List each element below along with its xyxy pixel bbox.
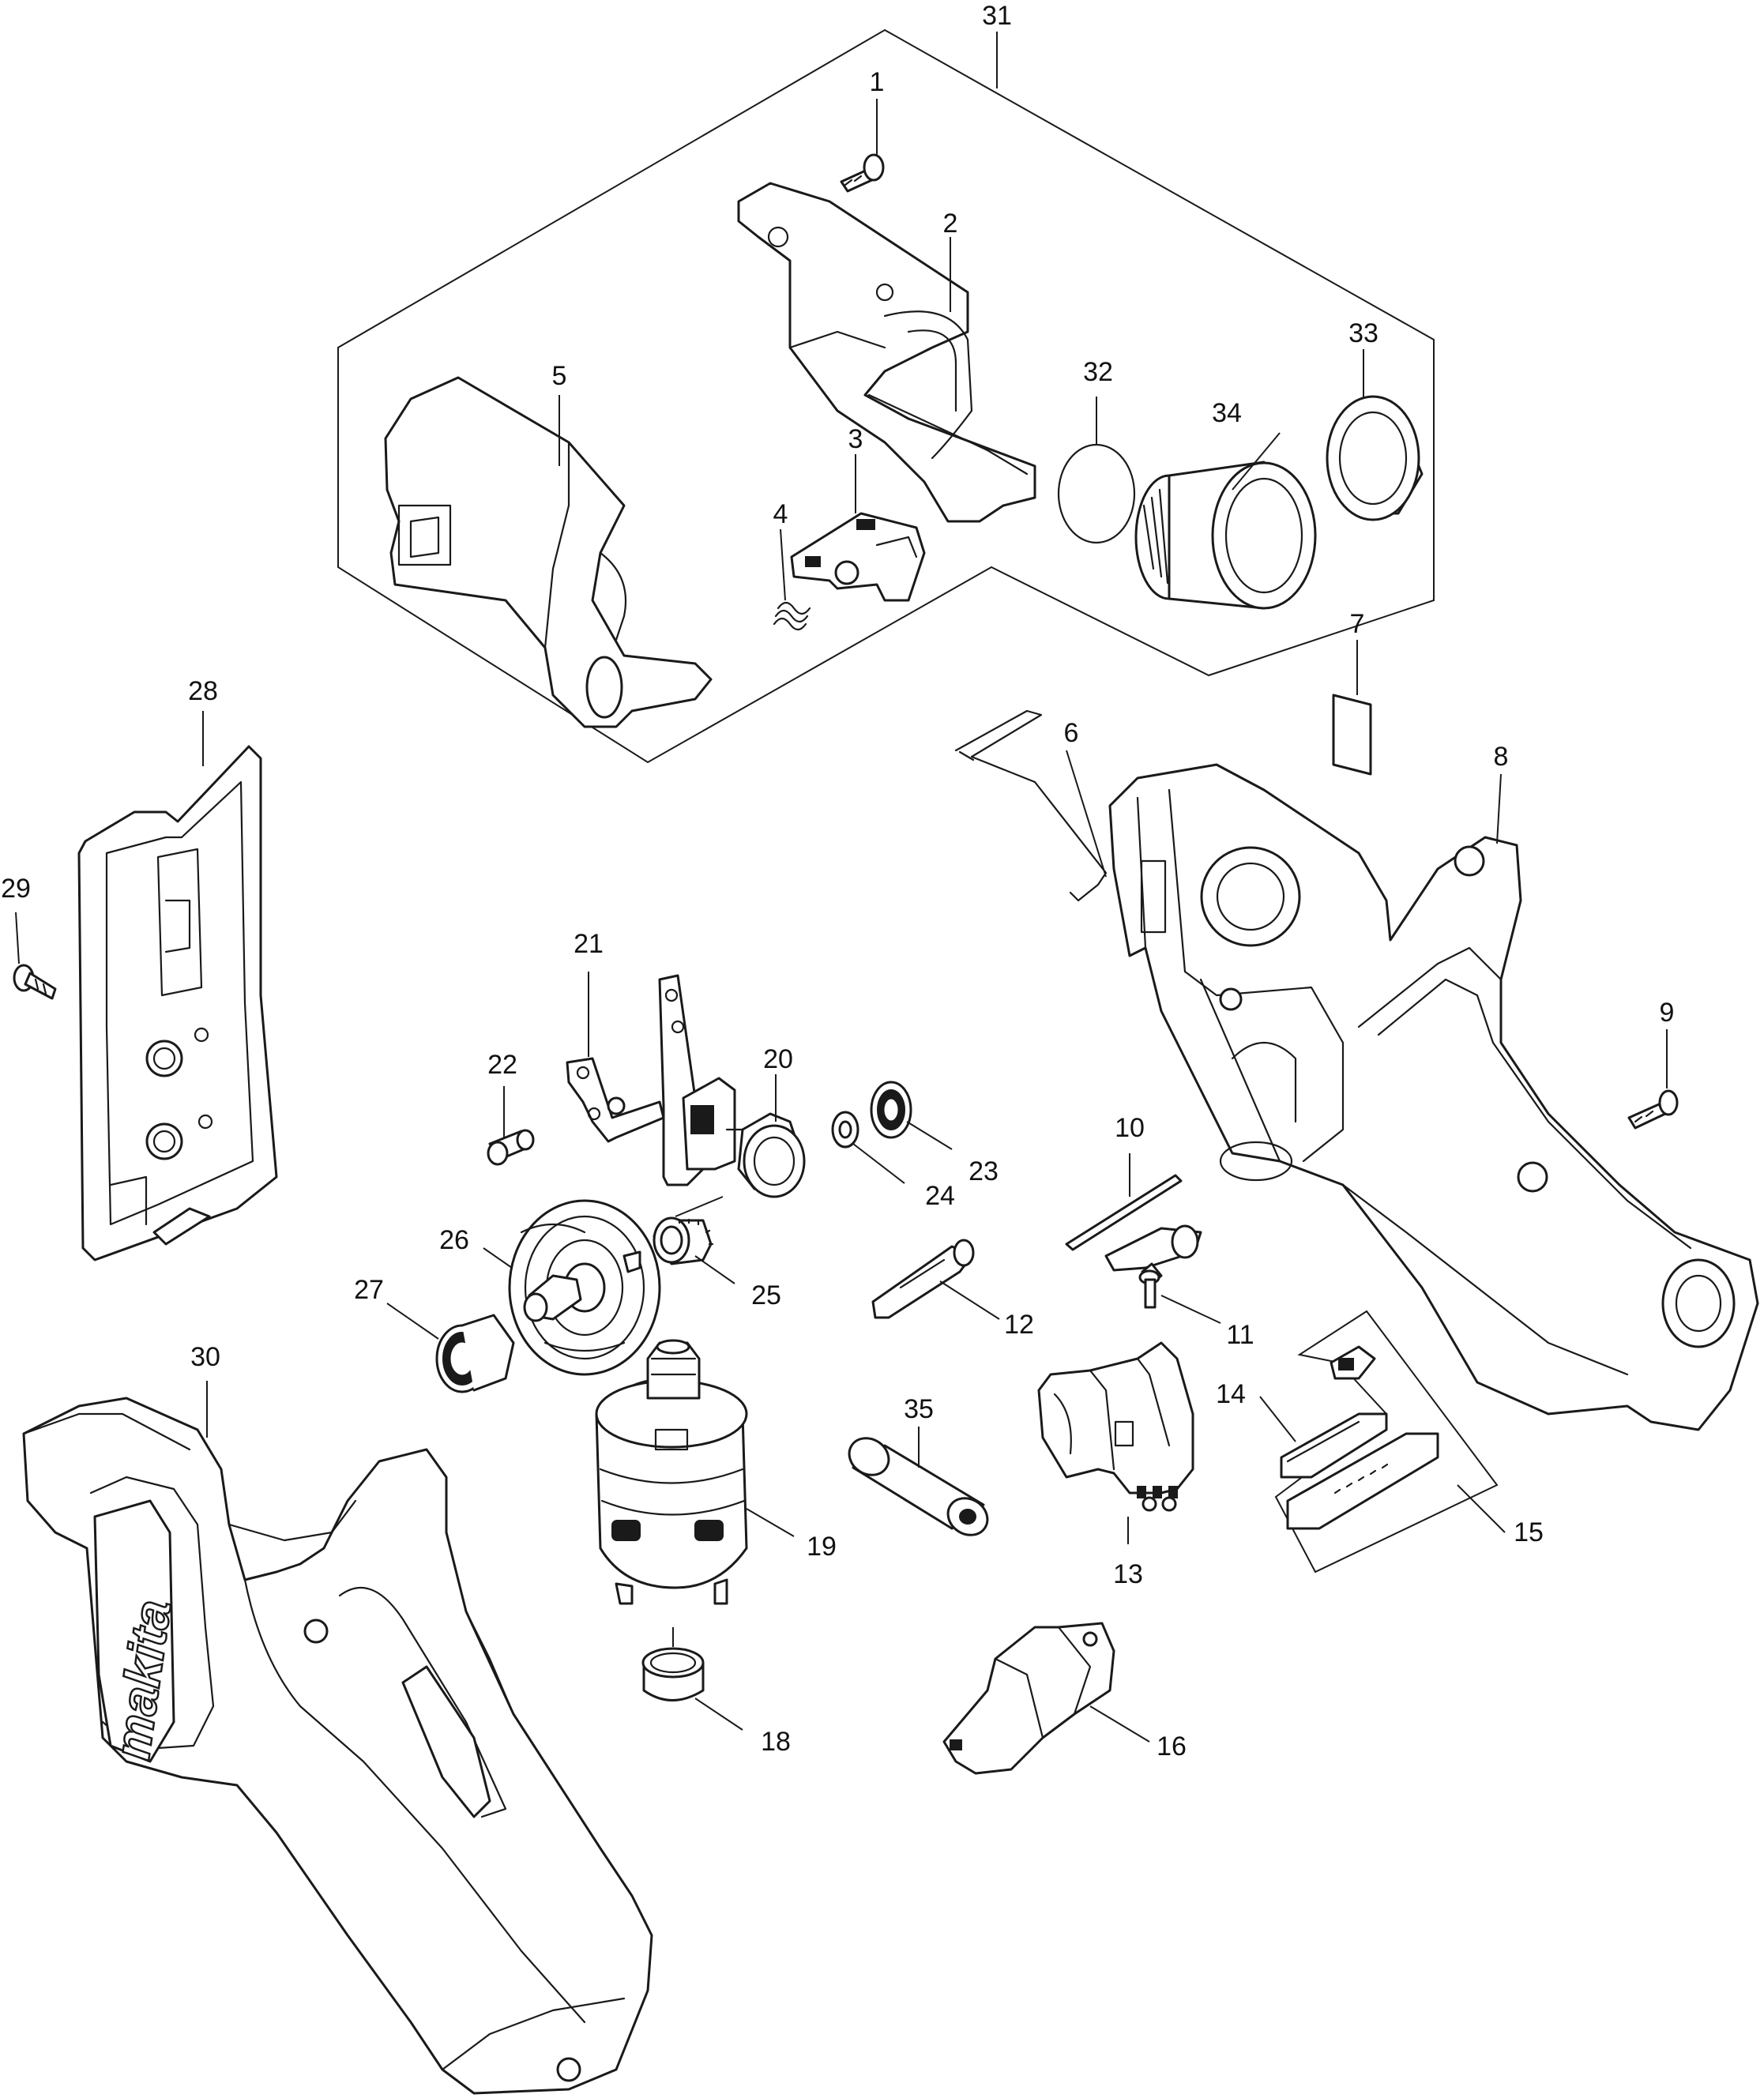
part-25-gear — [653, 1196, 735, 1284]
callout-11: 11 — [1226, 1320, 1254, 1350]
part-16-switch-holder — [942, 1622, 1150, 1775]
part-30-housing-left: makita — [22, 1381, 653, 2095]
callout-34: 34 — [1212, 398, 1242, 428]
part-12-pin — [871, 1239, 1000, 1320]
callout-20: 20 — [763, 1044, 793, 1074]
part-6-wire-hook — [954, 709, 1108, 902]
part-10-plate — [1065, 1153, 1183, 1251]
callout-9: 9 — [1660, 998, 1675, 1028]
callout-35: 35 — [904, 1394, 934, 1424]
callout-labels: 31 1 2 33 32 5 34 3 4 7 28 6 8 29 21 9 2… — [1, 1, 1674, 1761]
part-20-brush-holder — [658, 974, 806, 1198]
part-9-screw — [1627, 1029, 1679, 1130]
callout-4: 4 — [773, 499, 788, 529]
callout-30: 30 — [190, 1342, 220, 1372]
part-33-cap — [1326, 349, 1424, 521]
callout-12: 12 — [1004, 1310, 1034, 1340]
callout-25: 25 — [751, 1280, 781, 1310]
part-27-bearing — [386, 1303, 515, 1393]
callout-13: 13 — [1113, 1559, 1143, 1589]
part-22-bushing — [487, 1086, 535, 1166]
part-23-bearing — [870, 1081, 953, 1150]
callout-5: 5 — [552, 361, 567, 391]
callout-21: 21 — [574, 929, 604, 959]
callout-27: 27 — [354, 1275, 384, 1305]
callout-3: 3 — [848, 424, 863, 454]
callout-33: 33 — [1348, 318, 1378, 348]
callout-32: 32 — [1083, 357, 1113, 387]
callout-1: 1 — [870, 67, 885, 97]
callout-16: 16 — [1157, 1731, 1187, 1761]
callout-23: 23 — [969, 1156, 999, 1186]
callout-18: 18 — [761, 1727, 791, 1757]
part-32-o-ring — [1057, 397, 1136, 544]
callout-7: 7 — [1350, 609, 1365, 639]
part-2-upper-cover — [737, 182, 1036, 523]
part-35-sleeve — [848, 1427, 989, 1536]
callout-14: 14 — [1216, 1379, 1246, 1409]
part-24-washer — [831, 1111, 905, 1184]
part-3-latch — [790, 454, 926, 602]
part-13-switch — [1037, 1341, 1194, 1544]
callout-19: 19 — [807, 1532, 837, 1562]
part-4-spring — [773, 528, 811, 631]
callout-15: 15 — [1514, 1517, 1544, 1547]
part-21-bracket — [566, 972, 665, 1143]
part-29-screw — [13, 912, 57, 1000]
assembly-15-group-outline — [1259, 1310, 1506, 1574]
callout-22: 22 — [487, 1050, 517, 1080]
callout-6: 6 — [1064, 718, 1079, 748]
part-26-fan — [483, 1199, 661, 1376]
callout-29: 29 — [1, 874, 31, 904]
callout-31: 31 — [982, 1, 1012, 31]
callout-2: 2 — [943, 209, 958, 239]
callout-24: 24 — [925, 1181, 955, 1211]
part-8-housing-right — [1108, 763, 1759, 1431]
part-18-ring — [641, 1627, 743, 1731]
callout-28: 28 — [188, 676, 218, 706]
part-19-motor — [595, 1339, 795, 1605]
part-28-base-plate — [77, 711, 278, 1261]
part-7-label-plate — [1332, 640, 1372, 776]
part-34-nozzle — [1134, 432, 1317, 610]
callout-8: 8 — [1494, 742, 1509, 772]
part-1-screw — [840, 99, 885, 193]
part-5-front-cover — [384, 376, 713, 728]
callout-10: 10 — [1115, 1113, 1145, 1143]
callout-26: 26 — [439, 1225, 469, 1255]
part-11-switch-lever — [1104, 1224, 1221, 1324]
assembly-31-group-outline — [337, 28, 1435, 764]
